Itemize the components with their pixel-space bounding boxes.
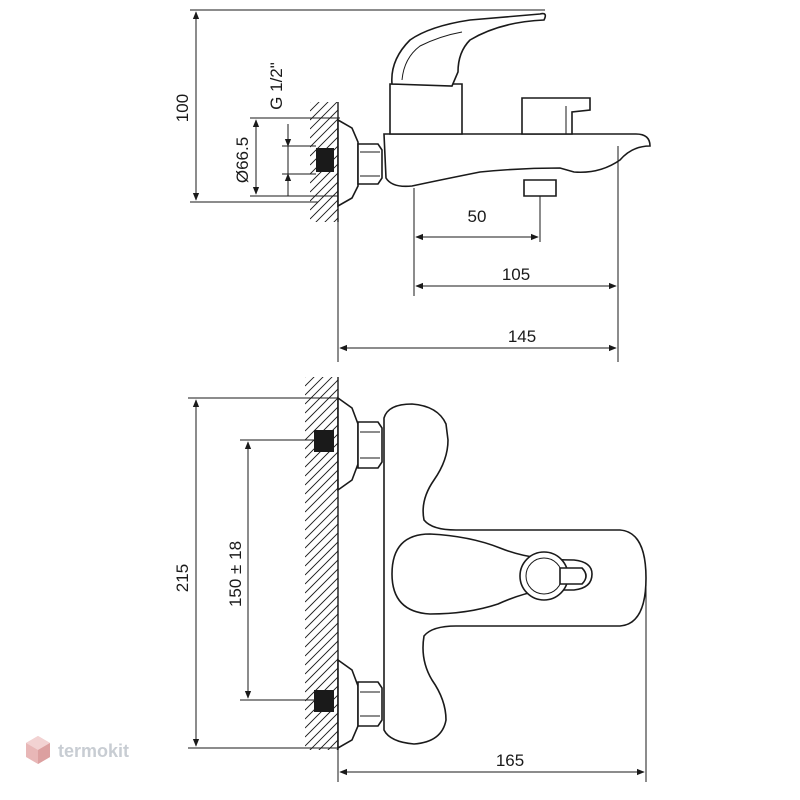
hatch-line	[305, 640, 338, 675]
label-spacing: 150 ± 18	[226, 541, 245, 607]
hex-nut-upper	[357, 421, 383, 469]
hatch-line	[305, 767, 338, 800]
spout-outlet	[523, 179, 557, 197]
brand-logo: termokit	[26, 736, 129, 764]
hatch-line	[336, 748, 338, 750]
wall-flange-lower	[337, 658, 359, 750]
front-view: 215 150 ± 18 165	[173, 377, 647, 800]
hatch-line	[305, 514, 338, 549]
hatch-line	[305, 377, 315, 387]
hatch-line	[310, 102, 329, 121]
label-height-215: 215	[173, 564, 192, 592]
hatch-line	[305, 388, 338, 423]
wall-flange-upper	[337, 396, 359, 492]
hatch-line	[310, 102, 338, 130]
hatch-line	[305, 613, 338, 648]
hatch-line	[305, 577, 338, 612]
hatch-line	[310, 245, 338, 273]
connector-block-lower	[314, 690, 334, 712]
hatch-line	[305, 377, 306, 378]
hatch-line	[305, 622, 338, 657]
hatch-line	[310, 109, 338, 139]
hatch-line	[310, 102, 320, 112]
hatch-line	[305, 377, 324, 396]
diverter-knob	[521, 97, 591, 135]
hatch-line	[305, 658, 338, 693]
label-thread: G 1/2"	[267, 62, 286, 110]
hatch-line	[333, 217, 338, 222]
hatch-line	[310, 102, 311, 103]
hatch-line	[310, 127, 338, 157]
hatch-line	[305, 667, 338, 702]
diverter-tab	[559, 567, 587, 585]
hatch-line	[305, 586, 338, 621]
lever-handle	[391, 12, 547, 87]
hatch-line	[310, 190, 338, 220]
label-height-100: 100	[173, 94, 192, 122]
hatch-line	[310, 172, 338, 202]
lever-top-view	[391, 533, 593, 615]
hatch-line	[305, 631, 338, 666]
label-diameter: Ø66.5	[233, 137, 252, 183]
hatch-line	[305, 541, 338, 576]
connector-block-top	[316, 148, 334, 172]
hatch-line	[305, 379, 338, 414]
hatch-line	[305, 532, 338, 567]
hatch-line	[305, 406, 338, 441]
hatch-line	[305, 487, 338, 522]
hatch-line	[305, 712, 338, 747]
hatch-line	[324, 208, 338, 222]
hatch-line	[305, 451, 338, 486]
hatch-line	[305, 776, 338, 800]
hatch-line	[305, 397, 338, 432]
hatch-line	[305, 478, 338, 513]
hatch-line	[305, 595, 338, 630]
wall-flange-top	[337, 118, 359, 208]
mixer-body-side	[383, 133, 651, 188]
brand-name: termokit	[58, 741, 129, 761]
hatch-line	[309, 721, 338, 750]
label-spout-50: 50	[468, 207, 487, 226]
hatch-line	[305, 604, 338, 639]
hex-nut-top	[357, 143, 383, 185]
label-width-165: 165	[496, 751, 524, 770]
hatch-line	[305, 469, 338, 504]
wall-hatch-bottom	[305, 377, 338, 800]
hatch-line	[305, 523, 338, 558]
label-reach-105: 105	[502, 265, 530, 284]
hatch-line	[310, 118, 338, 148]
hatch-line	[305, 649, 338, 684]
hatch-line	[305, 559, 338, 594]
hatch-line	[305, 505, 338, 540]
hatch-line	[315, 199, 338, 222]
hex-nut-lower	[357, 681, 383, 727]
hatch-line	[310, 227, 338, 255]
hatch-line	[305, 758, 338, 791]
hatch-line	[327, 739, 338, 750]
handle-base	[389, 83, 463, 135]
hatch-line	[305, 496, 338, 531]
hatch-line	[305, 460, 338, 495]
side-view: 100 Ø66.5 G 1/2" 50 105 145	[173, 9, 651, 362]
connector-block-upper	[314, 430, 334, 452]
hatch-line	[310, 236, 338, 264]
hatch-line	[305, 550, 338, 585]
hatch-line	[305, 377, 333, 405]
hatch-line	[305, 568, 338, 603]
label-depth-145: 145	[508, 327, 536, 346]
